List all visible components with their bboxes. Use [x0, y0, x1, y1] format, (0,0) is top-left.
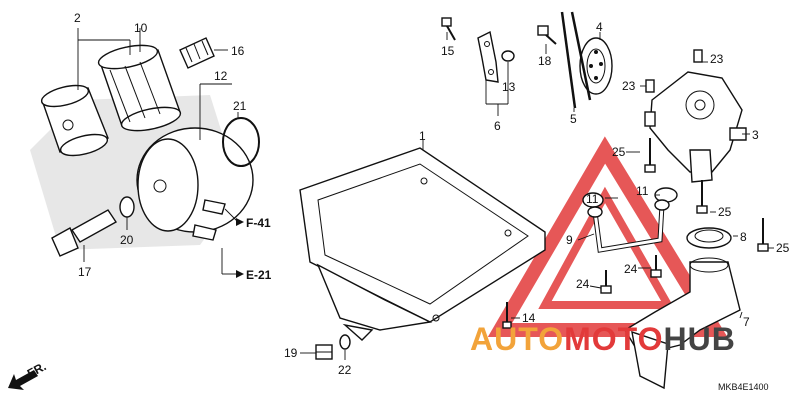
drain-bolt	[315, 344, 333, 360]
callout-24-right: 24	[624, 262, 638, 276]
guide-collar	[501, 50, 515, 62]
threaded-stud	[179, 37, 215, 69]
callout-23-top: 23	[710, 52, 724, 66]
callout-13: 13	[502, 80, 516, 94]
dowel-pin-top	[693, 49, 703, 63]
oil-filter	[40, 84, 109, 157]
callout-8: 8	[740, 230, 747, 244]
leader-lines	[77, 28, 774, 360]
ref-e21: E-21	[246, 268, 272, 282]
pump-bolt-right	[757, 218, 769, 252]
watermark-auto: AUTO	[470, 321, 564, 357]
chain-guide	[477, 30, 499, 83]
diagram-code: MKB4E1400	[718, 382, 769, 392]
oil-cooler	[136, 127, 254, 241]
pump-sprocket	[579, 37, 613, 95]
callout-20: 20	[120, 233, 134, 247]
oil-pipe	[587, 199, 670, 253]
callout-18: 18	[538, 54, 552, 68]
guide-bolt	[441, 17, 456, 41]
sealing-washer	[119, 196, 135, 218]
callout-16: 16	[231, 44, 245, 58]
callout-10: 10	[134, 21, 148, 35]
drive-chain	[560, 11, 592, 109]
callout-11-right: 11	[636, 184, 649, 198]
dowel-pin-side	[645, 79, 655, 93]
pump-bolt-mid	[696, 180, 708, 214]
callout-numbers: 2 10 16 12 21 20 17 1 15 13 6 18 4 5 23 …	[74, 11, 790, 377]
o-ring	[222, 117, 260, 167]
ref-f41: F-41	[246, 216, 271, 230]
callout-24-left: 24	[576, 277, 590, 291]
callout-2: 2	[74, 11, 81, 25]
callout-21: 21	[233, 99, 247, 113]
oil-pump	[644, 71, 747, 183]
pump-bolt-left	[644, 138, 656, 173]
callout-25-mid: 25	[718, 205, 732, 219]
callout-9: 9	[566, 233, 573, 247]
reference-arrows	[236, 218, 244, 278]
callout-14: 14	[522, 311, 536, 325]
drain-washer	[339, 334, 351, 350]
callout-3: 3	[752, 128, 759, 142]
sprocket-bolt	[537, 25, 557, 45]
oil-strainer	[624, 257, 741, 390]
watermark-moto: MOTO	[564, 321, 663, 357]
callout-11-left: 11	[586, 192, 599, 206]
callout-23-side: 23	[622, 79, 636, 93]
callout-22: 22	[338, 363, 352, 377]
callout-7: 7	[743, 315, 750, 329]
pan-bolt	[502, 302, 512, 329]
callout-17: 17	[78, 265, 92, 279]
oil-pan	[299, 147, 546, 341]
cooler-bolt	[51, 209, 118, 257]
pipe-bolt-right	[650, 255, 662, 278]
callout-25-left: 25	[612, 145, 626, 159]
pipe-bolt-left	[600, 270, 612, 294]
front-arrow-icon	[8, 370, 38, 390]
callout-12: 12	[214, 69, 228, 83]
strainer-seal	[686, 227, 732, 249]
callout-19: 19	[284, 346, 298, 360]
callout-1: 1	[419, 129, 426, 143]
watermark-text: AUTOMOTOHUB	[470, 321, 736, 357]
callout-4: 4	[596, 20, 603, 34]
callout-5: 5	[570, 112, 577, 126]
filter-cartridge	[97, 44, 182, 132]
callout-6: 6	[494, 119, 501, 133]
watermark-hub: HUB	[663, 321, 735, 357]
callout-15: 15	[441, 44, 455, 58]
callout-25-right: 25	[776, 241, 790, 255]
